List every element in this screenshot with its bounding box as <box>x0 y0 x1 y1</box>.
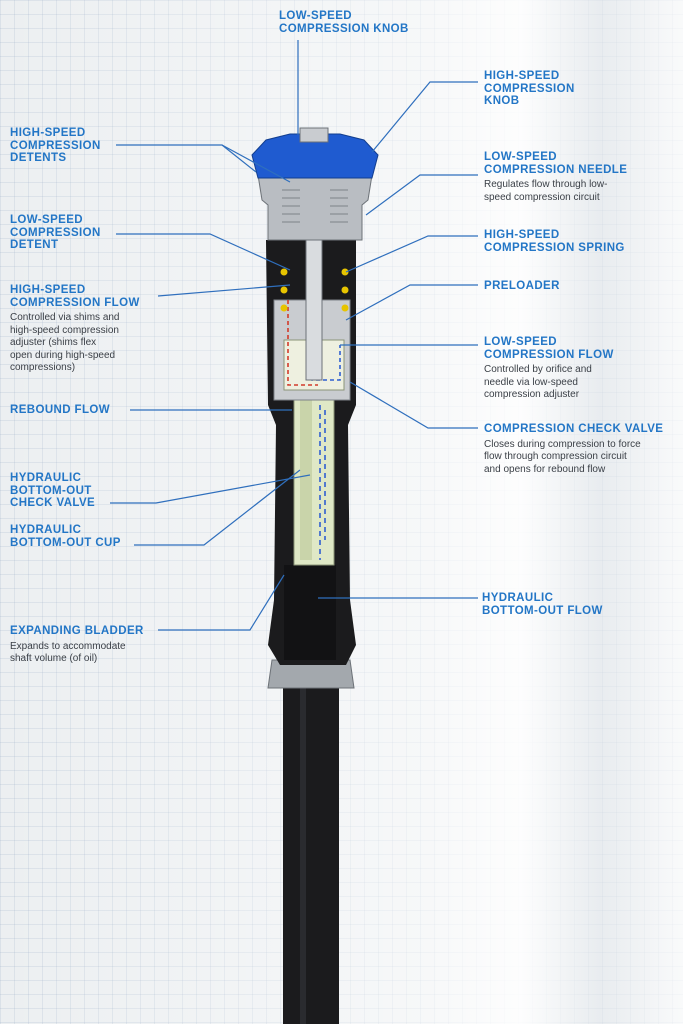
cap-assembly <box>258 175 372 240</box>
label-desc: Regulates flow through low- speed compre… <box>484 179 627 204</box>
leader-hs-detents <box>116 145 256 172</box>
label-title: LOW-SPEED COMPRESSION FLOW <box>484 336 614 361</box>
leader-ls-detent <box>116 234 290 270</box>
label-title: LOW-SPEED COMPRESSION DETENT <box>10 214 101 252</box>
label-desc: Controlled by orifice and needle via low… <box>484 364 614 402</box>
label-hs-compression-spring: HIGH-SPEED COMPRESSION SPRING <box>484 229 625 254</box>
label-hs-compression-flow: HIGH-SPEED COMPRESSION FLOW Controlled v… <box>10 284 140 375</box>
leader-hs-knob <box>372 82 478 152</box>
label-ls-compression-flow: LOW-SPEED COMPRESSION FLOW Controlled by… <box>484 336 614 402</box>
label-hs-compression-detents: HIGH-SPEED COMPRESSION DETENTS <box>10 127 101 165</box>
bladder-region <box>284 565 336 660</box>
leader-bladder <box>158 575 284 630</box>
label-hbo-cup: HYDRAULIC BOTTOM-OUT CUP <box>10 524 121 549</box>
ls-compression-knob <box>300 128 328 142</box>
leader-ls-needle <box>366 175 478 215</box>
label-title: LOW-SPEED COMPRESSION NEEDLE <box>484 151 627 176</box>
label-ls-compression-needle: LOW-SPEED COMPRESSION NEEDLE Regulates f… <box>484 151 627 204</box>
label-desc: Closes during compression to force flow … <box>484 439 683 477</box>
label-ls-compression-detent: LOW-SPEED COMPRESSION DETENT <box>10 214 101 252</box>
shaft-highlight <box>300 680 306 1024</box>
label-title: HIGH-SPEED COMPRESSION FLOW <box>10 284 140 309</box>
label-title: PRELOADER <box>484 280 560 293</box>
leader-preloader <box>346 285 478 320</box>
label-title: HIGH-SPEED COMPRESSION DETENTS <box>10 127 101 165</box>
label-ls-compression-knob: LOW-SPEED COMPRESSION KNOB <box>279 10 409 35</box>
label-expanding-bladder: EXPANDING BLADDER Expands to accommodate… <box>10 625 144 666</box>
label-compression-check-valve: COMPRESSION CHECK VALVE Closes during co… <box>484 423 683 476</box>
label-hbo-check-valve: HYDRAULIC BOTTOM-OUT CHECK VALVE <box>10 472 95 510</box>
label-title: LOW-SPEED COMPRESSION KNOB <box>279 10 409 35</box>
label-desc: Controlled via shims and high-speed comp… <box>10 312 140 375</box>
bottom-out-cup-inner <box>300 400 312 560</box>
damper-shaft <box>283 680 339 1024</box>
label-title: HYDRAULIC BOTTOM-OUT CUP <box>10 524 121 549</box>
leader-hs-spring <box>346 236 478 272</box>
label-title: HIGH-SPEED COMPRESSION KNOB <box>484 70 575 108</box>
label-preloader: PRELOADER <box>484 280 560 293</box>
label-title: REBOUND FLOW <box>10 404 110 417</box>
label-hs-compression-knob: HIGH-SPEED COMPRESSION KNOB <box>484 70 575 108</box>
label-title: HYDRAULIC BOTTOM-OUT FLOW <box>482 592 603 617</box>
label-rebound-flow: REBOUND FLOW <box>10 404 110 417</box>
label-title: EXPANDING BLADDER <box>10 625 144 638</box>
label-title: HYDRAULIC BOTTOM-OUT CHECK VALVE <box>10 472 95 510</box>
leader-check-valve <box>350 382 478 428</box>
label-title: HIGH-SPEED COMPRESSION SPRING <box>484 229 625 254</box>
label-title: COMPRESSION CHECK VALVE <box>484 423 683 436</box>
label-desc: Expands to accommodate shaft volume (of … <box>10 641 144 666</box>
label-hbo-flow: HYDRAULIC BOTTOM-OUT FLOW <box>482 592 603 617</box>
